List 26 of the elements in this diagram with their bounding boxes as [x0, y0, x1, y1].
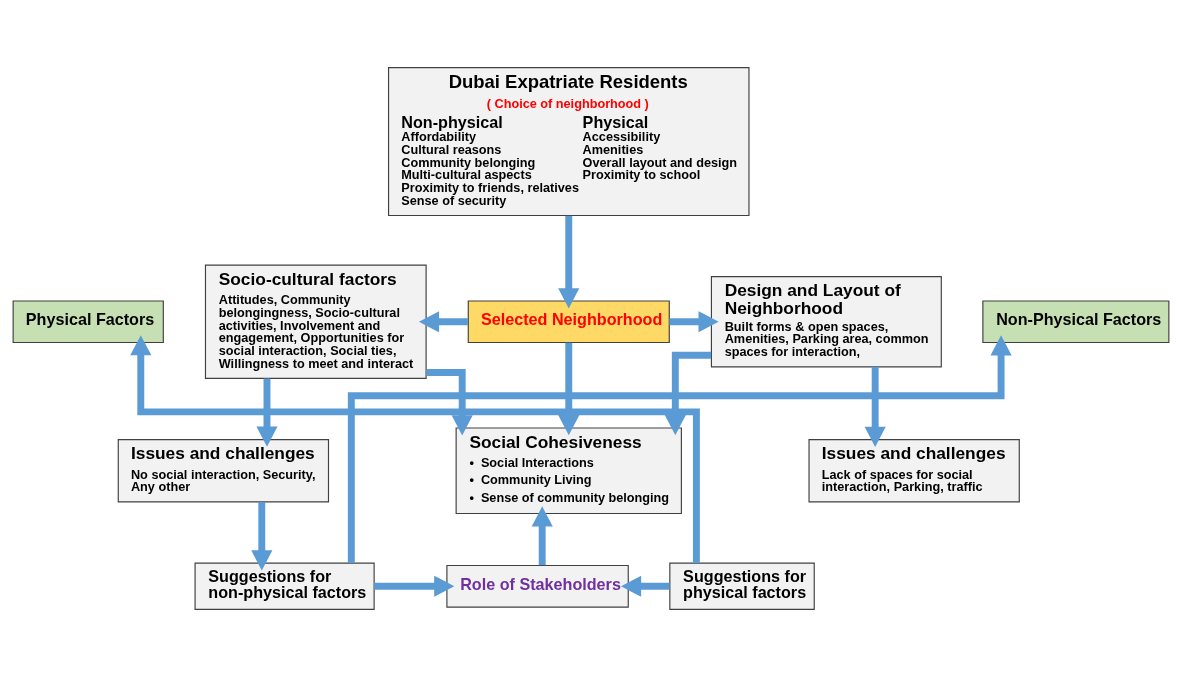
arrow	[558, 215, 580, 309]
arrow	[664, 351, 712, 436]
arrow	[558, 342, 580, 436]
arrow	[531, 506, 553, 566]
arrow	[251, 502, 273, 571]
arrow	[669, 311, 719, 333]
node-box: Socio-cultural factors Attitudes, Community belongingness, Socio-cultural activities, Involvement and engagement, Opportunities for social interaction, Social ties, Willingness to meet and interact	[204, 264, 427, 379]
arrow	[426, 369, 473, 436]
node-box: Issues and challenges Lack of spaces for social interaction, Parking, traffic	[808, 439, 1020, 503]
node-box: Role of Stakeholders	[446, 564, 629, 608]
node-box: Design and Layout of Neighborhood Built forms & open spaces, Amenities, Parking area, common spaces for interaction,	[710, 276, 942, 368]
node-box: Non-Physical Factors	[982, 300, 1170, 344]
node-box: Selected Neighborhood	[467, 300, 670, 344]
node-box: Suggestions for physical factors	[669, 562, 815, 610]
node-box: Issues and challenges No social interaction, Security, Any other	[117, 439, 330, 503]
node-box: Dubai Expatriate Residents ( Choice of neighborhood ) Non-physical Affordability Cultural reasons Community belonging Multi-cultural aspects Proximity to friends, relatives Sense of security Physical Accessibility Amenities Overall layout and design Proximity to school	[388, 67, 750, 217]
node-box: Social Cohesiveness • Social Interactions • Community Living • Sense of community belonging	[455, 427, 682, 515]
arrow	[130, 335, 700, 564]
node-box: Physical Factors	[12, 300, 164, 344]
arrow	[256, 378, 278, 447]
node-box: Suggestions for non-physical factors	[194, 562, 375, 610]
arrow	[621, 575, 670, 597]
arrow	[347, 335, 1012, 563]
arrow	[374, 575, 455, 597]
arrow	[864, 366, 886, 447]
arrow	[418, 311, 468, 333]
